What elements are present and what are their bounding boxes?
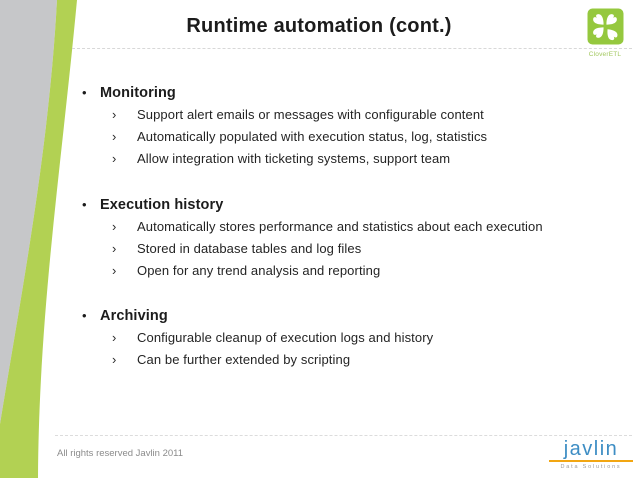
footer-divider	[55, 435, 632, 436]
list-item-text: Support alert emails or messages with co…	[137, 107, 484, 122]
sub-bullet-icon: ›	[112, 129, 117, 145]
bullet-icon: •	[82, 308, 87, 324]
list-item: › Allow integration with ticketing syste…	[0, 148, 638, 170]
list-item: › Can be further extended by scripting	[0, 349, 638, 371]
slide-title: Runtime automation (cont.)	[186, 15, 452, 37]
section-heading: Archiving	[100, 308, 168, 325]
title-divider	[72, 48, 632, 49]
bullet-icon: •	[82, 85, 87, 100]
sub-bullet-icon: ›	[112, 352, 117, 368]
section-monitoring: • Monitoring › Support alert emails or m…	[0, 82, 638, 171]
sub-bullet-icon: ›	[112, 107, 117, 122]
gray-band-shape	[0, 0, 57, 424]
list-item: › Automatically populated with execution…	[0, 126, 638, 148]
list-item: › Configurable cleanup of execution logs…	[0, 327, 638, 349]
bullet-icon: •	[82, 196, 87, 212]
cloveretl-logo: CloverETL	[585, 8, 625, 58]
javlin-logo: javlin Data Solutions	[549, 439, 633, 470]
javlin-logo-underline	[549, 460, 633, 462]
javlin-logo-tagline: Data Solutions	[560, 464, 622, 470]
slide-body: • Monitoring › Support alert emails or m…	[0, 82, 638, 395]
section-execution-history: • Execution history › Automatically stor…	[0, 194, 638, 283]
sub-bullet-icon: ›	[112, 218, 117, 234]
section-heading-row: • Execution history	[0, 194, 638, 216]
list-item-text: Automatically populated with execution s…	[137, 129, 488, 145]
sub-bullet-icon: ›	[112, 263, 117, 279]
clover-icon	[587, 8, 623, 45]
sub-bullet-icon: ›	[112, 151, 117, 167]
copyright-text: All rights reserved Javlin 2011	[57, 448, 184, 459]
list-item-text: Automatically stores performance and sta…	[137, 218, 543, 234]
green-band-shape	[0, 0, 77, 478]
sub-bullet-icon: ›	[112, 330, 117, 346]
list-item-text: Stored in database tables and log files	[137, 240, 362, 256]
section-archiving: • Archiving › Configurable cleanup of ex…	[0, 305, 638, 371]
list-item-text: Configurable cleanup of execution logs a…	[137, 330, 434, 346]
list-item: › Automatically stores performance and s…	[0, 216, 638, 238]
sub-bullet-icon: ›	[112, 240, 117, 256]
section-heading: Execution history	[100, 196, 224, 213]
section-heading-row: • Archiving	[0, 305, 638, 327]
section-heading: Monitoring	[100, 85, 176, 101]
list-item-text: Open for any trend analysis and reportin…	[137, 263, 381, 279]
list-item-text: Allow integration with ticketing systems…	[137, 151, 451, 167]
list-item: › Stored in database tables and log file…	[0, 238, 638, 260]
cloveretl-logo-label: CloverETL	[588, 51, 622, 58]
section-heading-row: • Monitoring	[0, 82, 638, 104]
javlin-logo-wordmark: javlin	[563, 438, 619, 460]
list-item-text: Can be further extended by scripting	[137, 352, 351, 368]
list-item: › Open for any trend analysis and report…	[0, 260, 638, 282]
list-item: › Support alert emails or messages with …	[0, 104, 638, 126]
